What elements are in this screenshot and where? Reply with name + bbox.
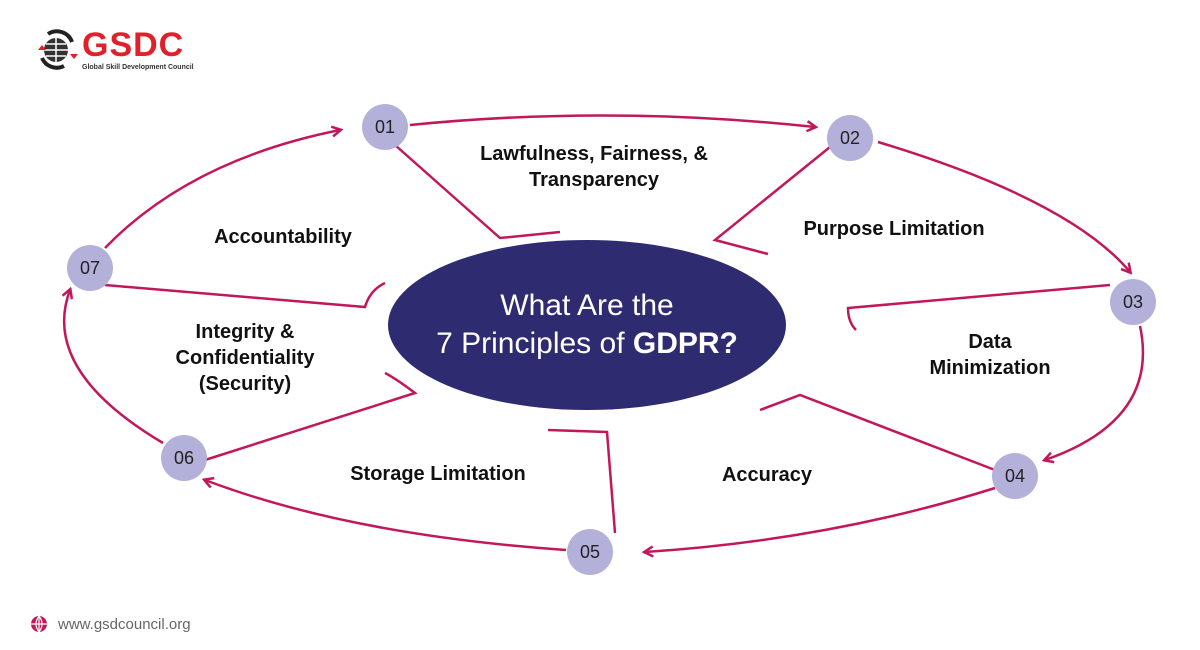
- label-accuracy: Accuracy: [721, 464, 813, 486]
- arrow-02-03: [877, 140, 1130, 272]
- node-05: 05: [567, 529, 613, 575]
- label-storage-limitation: Storage Limitation: [350, 463, 526, 485]
- pointer-05: [547, 428, 617, 534]
- brand-name: GSDC: [82, 26, 185, 64]
- gsdc-logo: GSDC Global Skill Development Council: [34, 28, 194, 72]
- arrow-03-04: [1045, 325, 1145, 460]
- globe-logo-icon: [38, 29, 78, 70]
- node-04: 04: [992, 453, 1038, 499]
- pointer-06: [204, 371, 418, 462]
- node-06: 06: [161, 435, 207, 481]
- label-line: Minimization: [929, 357, 1051, 379]
- label-accountability: Accountability: [214, 226, 352, 248]
- pointer-07: [104, 281, 386, 309]
- arrow-05-06: [205, 480, 567, 552]
- pointer-03: [846, 283, 1111, 331]
- center-line2: 7 Principles of: [436, 327, 633, 360]
- arrow-04-05: [645, 486, 996, 552]
- center-line2-bold: GDPR?: [632, 327, 738, 360]
- node-02: 02: [827, 115, 873, 161]
- label-line: Transparency: [528, 169, 660, 191]
- center-line1: What Are the: [500, 289, 674, 322]
- label-line: Confidentiality: [175, 347, 315, 369]
- node-03: 03: [1110, 279, 1156, 325]
- node-07: 07: [67, 245, 113, 291]
- label-data-minimization: Data Minimization: [929, 329, 1050, 381]
- arrow-06-07: [64, 290, 164, 445]
- label-line: (Security): [198, 373, 292, 395]
- footer: www.gsdcouncil.org: [30, 615, 191, 633]
- label-purpose-limitation: Purpose Limitation: [803, 218, 985, 240]
- label-integrity-confidentiality: Integrity & Confidentiality (Security): [176, 319, 315, 397]
- pointer-01: [394, 144, 561, 240]
- pointer-02: [712, 146, 831, 256]
- pointer-04: [759, 393, 996, 472]
- label-line: Integrity &: [195, 321, 295, 343]
- label-lawfulness: Lawfulness, Fairness, & Transparency: [480, 141, 708, 193]
- globe-icon: [31, 615, 47, 633]
- node-01: 01: [362, 104, 408, 150]
- brand-tagline: Global Skill Development Council: [82, 64, 194, 71]
- arrow-01-02: [409, 114, 815, 127]
- center-title: What Are the 7 Principles of GDPR?: [388, 240, 786, 410]
- label-line: Data: [968, 331, 1012, 353]
- website-link[interactable]: www.gsdcouncil.org: [58, 615, 191, 633]
- arrow-07-01: [104, 130, 340, 249]
- label-line: Lawfulness, Fairness, &: [480, 143, 708, 165]
